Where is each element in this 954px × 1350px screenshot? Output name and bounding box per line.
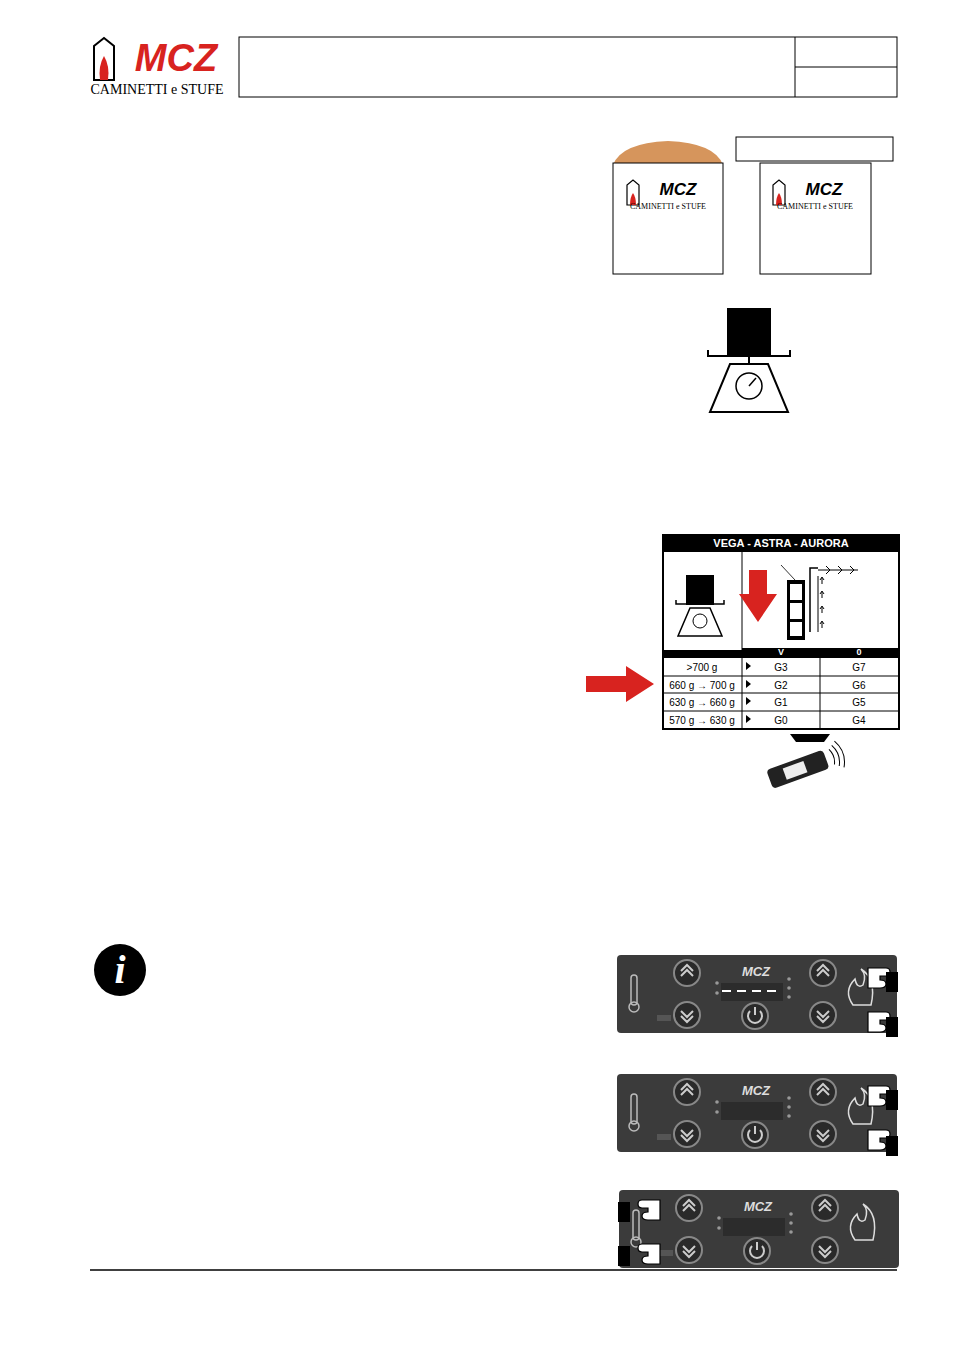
brand-logo: MCZ — [135, 38, 217, 80]
column-header: 0 — [856, 648, 861, 658]
column-header: V — [778, 648, 784, 658]
table-cell: 570 g → 630 g — [669, 715, 735, 726]
table-cell: G6 — [852, 680, 865, 691]
bag-tagline: CAMINETTI e STUFE — [630, 203, 706, 212]
table-cell: 660 g → 700 g — [669, 680, 735, 691]
panel-logo: MCZ — [744, 1200, 772, 1214]
table-cell: G4 — [852, 715, 865, 726]
table-cell: G7 — [852, 662, 865, 673]
table-cell: 630 g → 660 g — [669, 697, 735, 708]
table-cell: >700 g — [687, 662, 718, 673]
table-cell: G3 — [774, 662, 787, 673]
table-cell: G2 — [774, 680, 787, 691]
table-title: VEGA - ASTRA - AURORA — [662, 534, 900, 552]
info-icon: i — [114, 948, 125, 992]
panel-logo: MCZ — [742, 965, 770, 979]
table-cell: G1 — [774, 697, 787, 708]
table-cell: G5 — [852, 697, 865, 708]
brand-tagline: CAMINETTI e STUFE — [91, 82, 224, 97]
bag-logo: MCZ — [660, 181, 697, 200]
bag-tagline: CAMINETTI e STUFE — [777, 203, 853, 212]
table-cell: G0 — [774, 715, 787, 726]
panel-logo: MCZ — [742, 1084, 770, 1098]
bag-logo: MCZ — [806, 181, 843, 200]
